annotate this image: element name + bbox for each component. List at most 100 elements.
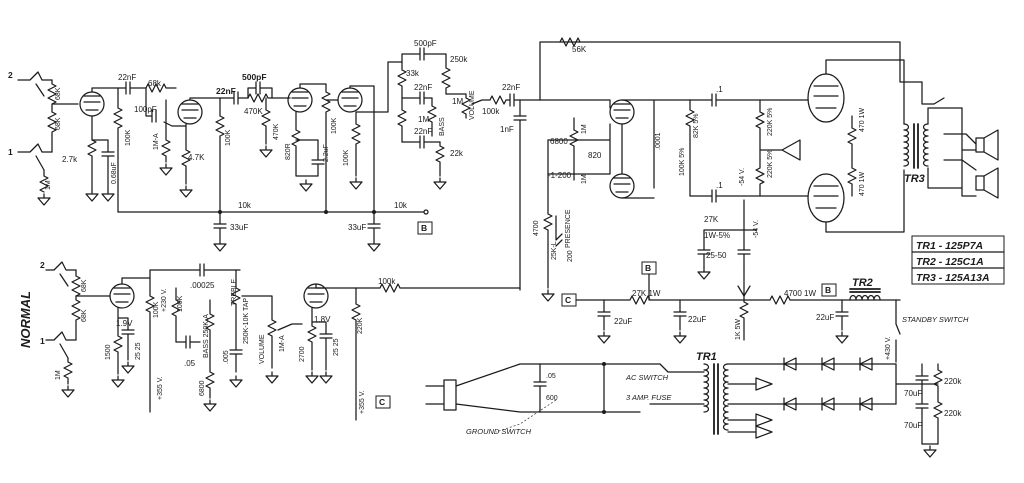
r-1m-a: 1M: [581, 124, 588, 134]
mains-plug-icon: [425, 379, 457, 411]
c-100pf: 100pF: [134, 105, 157, 114]
normal-c-00025: .00025: [190, 281, 215, 290]
normal-jack-2-label: 2: [40, 260, 45, 270]
r-220k-b: 220K 5%: [767, 150, 774, 178]
normal-v-1-9: 1.9V: [116, 319, 133, 328]
normal-treble-label: TREBLE: [231, 278, 238, 306]
c-500pf: 500pF: [242, 72, 267, 82]
normal-channel-title: NORMAL: [18, 291, 33, 348]
volume-label: VOLUME: [469, 90, 476, 120]
r-cathode-2-7k: 2.7k: [62, 155, 78, 164]
ps-c-600: 600: [546, 395, 558, 402]
normal-v-355-a: +355 V.: [157, 376, 164, 400]
normal-r-1m: 1M: [55, 370, 62, 380]
tube-v3: [287, 87, 313, 113]
tube-v1: [79, 91, 105, 117]
normal-c-005: .005: [223, 350, 230, 364]
normal-r-2700: 2700: [299, 346, 306, 362]
tube-normal-v1: [109, 283, 135, 309]
c-25-50: 25-50: [706, 251, 727, 260]
normal-v-355-b: +355 V.: [359, 390, 366, 414]
ps-c-70uf-b: 70uF: [904, 421, 922, 430]
r-470-b: 470 1W: [859, 171, 866, 196]
legend-tr1: TR1 - 125P7A: [916, 240, 983, 252]
c-0001: .0001: [655, 132, 662, 150]
phase-inverter: 56K 4700 6800 1M 820 1M -1-200 25K-L PRE…: [533, 37, 999, 302]
tr1-label: TR1: [696, 351, 717, 363]
speaker-bottom-icon: [975, 167, 999, 199]
c-33uf-a: 33uF: [230, 223, 248, 232]
ps-r-4700-1w: 4700 1W: [784, 289, 816, 298]
c-22nf-mix: 22nF: [502, 83, 520, 92]
bias-v2: -54 V.: [753, 220, 760, 238]
c-22nf-b: 22nF: [216, 86, 236, 96]
r-100k-plate: 100K: [125, 129, 132, 146]
c-pi-b: .1: [716, 181, 723, 190]
fuse-label: 3 AMP. FUSE: [626, 393, 672, 402]
ps-c-05: .05: [546, 373, 556, 380]
r-100k-plate2: 100K: [225, 129, 232, 146]
pot-25k: 25K-L: [551, 241, 558, 260]
ps-c-22uf-c: 22uF: [816, 313, 834, 322]
ps-c-22uf-a: 22uF: [614, 317, 632, 326]
r-10k-a: 10k: [238, 201, 252, 210]
tube-v4: [337, 87, 363, 113]
node-b-upper: B: [421, 223, 427, 233]
r-820: 820: [588, 151, 602, 160]
bass-label: BASS: [439, 117, 446, 136]
normal-pot-treble: 250K-10K TAP: [243, 298, 250, 344]
r-33k: 33k: [406, 69, 420, 78]
r-1m-input: 1M: [45, 180, 52, 190]
r-10k-b: 10k: [394, 201, 408, 210]
r-1m-b: 1M: [581, 174, 588, 184]
r-82k: 82K 5%: [693, 113, 700, 138]
standby-label: STANDBY SWITCH: [902, 315, 969, 324]
tube-pi-bottom: [609, 173, 635, 199]
normal-pot-vol: 1M-A: [279, 335, 286, 352]
legend-tr3: TR3 - 125A13A: [916, 272, 990, 284]
legend-tr2: TR2 - 125C1A: [916, 256, 984, 268]
r-56k: 56K: [572, 45, 587, 54]
normal-node-c: C: [379, 397, 385, 407]
ps-c-70uf-a: 70uF: [904, 389, 922, 398]
pot-250k: 250k: [450, 55, 468, 64]
r-4-7k: 4.7K: [188, 153, 205, 162]
ps-r-220k-a: 220k: [944, 377, 962, 386]
tube-pi-top: [609, 99, 635, 125]
ps-v-430: +430 V.: [885, 336, 892, 360]
upper-channel: 2 1 68K 68K 1M 2.7k 0.68uF 100K 22nF: [8, 39, 541, 291]
c-22nf-tone: 22nF: [414, 83, 432, 92]
output-transformer: [903, 123, 929, 169]
normal-r-68k-a: 68K: [81, 279, 88, 292]
jack-2-label: 2: [8, 70, 13, 80]
r-4700: 4700: [533, 220, 540, 236]
c-1nf: 1nF: [500, 125, 514, 134]
normal-jack-1-label: 1: [40, 336, 45, 346]
power-tube-top: [807, 73, 845, 123]
r-470-a: 470 1W: [859, 107, 866, 132]
presence-label: PRESENCE: [565, 209, 572, 248]
c-cathode: 0.68uF: [111, 162, 118, 184]
normal-r-220k: 220K: [357, 317, 364, 334]
r-1w-5: 1W-5%: [704, 231, 730, 240]
power-transformer-tr1: [703, 363, 729, 435]
speaker-top-icon: [975, 129, 999, 161]
normal-v-1-8: 1.8V: [314, 315, 331, 324]
transformer-legend: TR1 - 125P7A TR2 - 125C1A TR3 - 125A13A: [911, 235, 1005, 285]
r-100k-pi: 100K 5%: [679, 148, 686, 176]
ps-node-b: B: [645, 263, 651, 273]
pot-1m-a: 1M-A: [153, 133, 160, 150]
bias-v: -54 V.: [739, 168, 746, 186]
r-220k-a: 220K 5%: [767, 108, 774, 136]
tr2-label: TR2: [852, 277, 873, 289]
rectifier-diodes: [783, 357, 873, 411]
power-supply: B C 27K 1W 4700 1W 22uF 22uF B 22uF TR2 …: [425, 261, 969, 458]
pot-1m-vol: 1M: [452, 97, 463, 106]
ps-r-27k-1w: 27K 1W: [632, 289, 661, 298]
normal-pot-bass: BASS 250K-A: [203, 314, 210, 358]
normal-r-68k-b: 68K: [81, 309, 88, 322]
c-33uf-b: 33uF: [348, 223, 366, 232]
choke-tr2: [849, 288, 881, 301]
ps-c-22uf-b: 22uF: [688, 315, 706, 324]
